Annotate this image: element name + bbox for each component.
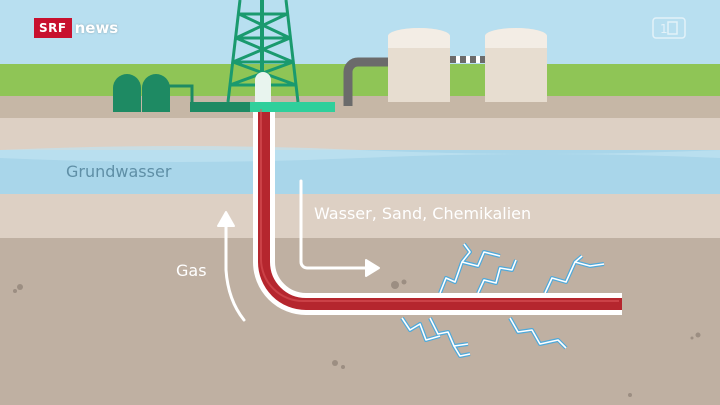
storage-tanks: [113, 74, 194, 112]
sky: [0, 0, 720, 68]
grass-strip: [0, 64, 720, 98]
deep-rock-layer: [0, 238, 720, 405]
news-wordmark: news: [74, 19, 119, 37]
srf-news-logo: SRF news: [34, 17, 118, 39]
silos: [388, 28, 547, 102]
gas-label: Gas: [176, 261, 207, 280]
pebbles: [13, 279, 701, 397]
middle-rock-layer: [0, 194, 720, 238]
connector-pipe: [343, 57, 390, 106]
drilling-derrick: [226, 0, 300, 103]
gas-arrow: [217, 211, 246, 322]
fractures: [400, 242, 605, 358]
srf-logo-box: SRF: [34, 18, 72, 38]
injection-label: Wasser, Sand, Chemikalien: [314, 204, 531, 223]
groundwater-label: Grundwasser: [66, 162, 172, 181]
svg-text:1: 1: [660, 22, 668, 36]
topsoil-layer: [0, 96, 720, 118]
well-bore: [253, 109, 622, 315]
injection-arrow: [299, 179, 380, 277]
upper-rock-layer: [0, 118, 720, 150]
wellhead: [255, 72, 271, 102]
channel-watermark-icon: 1: [652, 17, 686, 39]
